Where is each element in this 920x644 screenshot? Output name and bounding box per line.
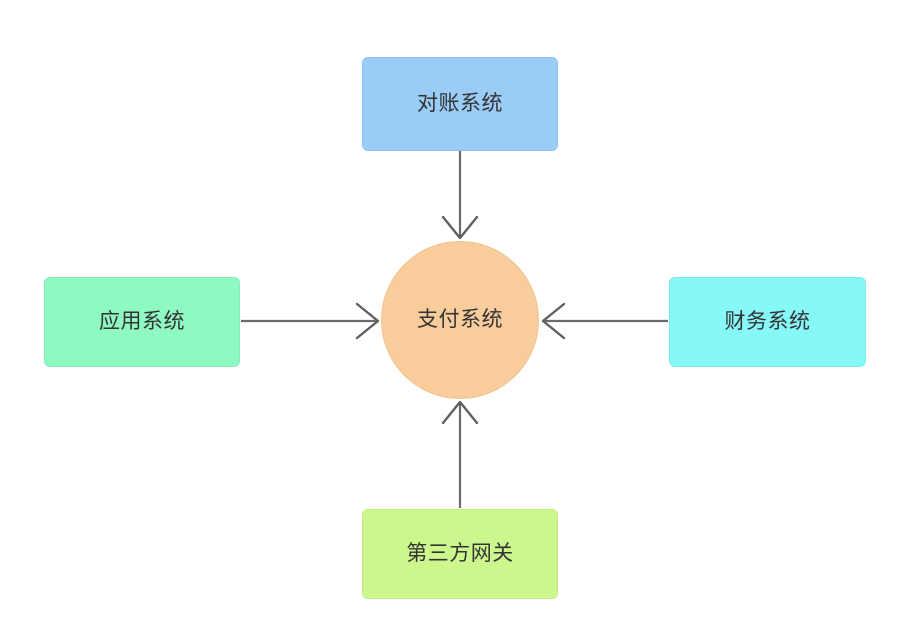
arrowhead-left-icon [541,302,566,340]
node-gateway[interactable]: 第三方网关 [362,509,558,599]
arrowhead-up-icon [441,400,479,425]
node-gateway-label: 第三方网关 [406,542,514,566]
arrowhead-right-icon [355,302,380,340]
node-payment[interactable]: 支付系统 [381,241,539,399]
edge-application-payment [241,302,380,340]
node-finance[interactable]: 财务系统 [669,277,866,367]
node-payment-label: 支付系统 [417,308,503,332]
node-application[interactable]: 应用系统 [44,277,240,367]
edge-finance-payment [541,302,668,340]
node-reconciliation[interactable]: 对账系统 [362,57,558,151]
edge-gateway-payment [441,400,479,508]
arrowhead-down-icon [441,215,479,240]
node-reconciliation-label: 对账系统 [417,92,503,116]
edge-reconciliation-payment [441,151,479,240]
node-application-label: 应用系统 [99,310,185,334]
node-finance-label: 财务系统 [724,310,811,334]
